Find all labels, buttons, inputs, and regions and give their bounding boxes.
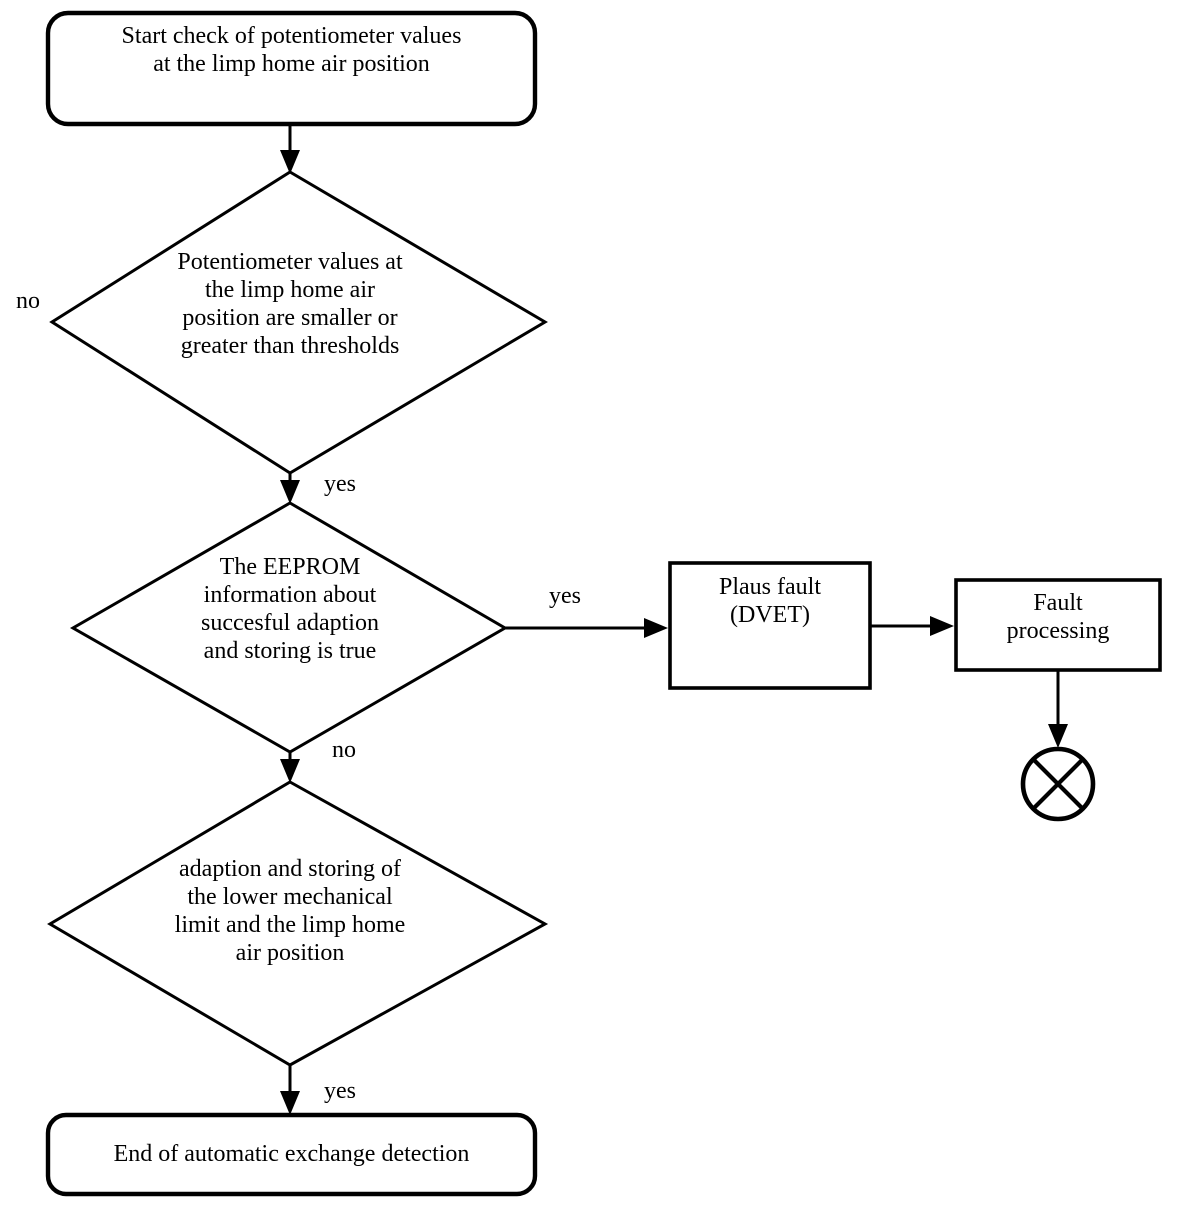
node-shape-fault-processing[interactable] <box>954 578 1162 672</box>
end-terminator-cross-stroke-2 <box>1031 757 1085 811</box>
edge-eeprom-no-arrowhead <box>280 759 300 783</box>
edge-start-to-potentiometer-arrowhead <box>280 150 300 174</box>
node-shape-decision-eeprom[interactable] <box>69 501 508 754</box>
node-shape-end-detection[interactable] <box>45 1112 538 1197</box>
node-shape-start[interactable] <box>45 10 538 127</box>
edge-potentiometer-yes-arrowhead <box>280 480 300 504</box>
node-shape-plaus-fault[interactable] <box>668 561 872 690</box>
edge-plaus-to-fault-arrowhead <box>930 616 954 636</box>
edge-fault-to-terminator-arrowhead <box>1048 724 1068 748</box>
node-shape-decision-adaption[interactable] <box>47 780 549 1067</box>
node-shape-decision-potentiometer[interactable] <box>49 170 548 475</box>
edge-eeprom-yes-arrowhead <box>644 618 668 638</box>
edge-adaption-yes-arrowhead <box>280 1091 300 1115</box>
